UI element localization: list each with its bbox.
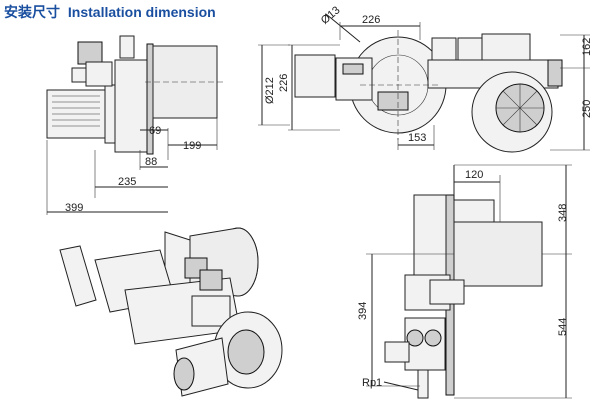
dim-394: 394 <box>357 302 369 320</box>
side-view: 69 199 88 235 399 <box>46 35 225 215</box>
elev-control-box <box>413 194 447 276</box>
page-title: 安装尺寸 Installation dimension <box>4 2 216 22</box>
dim-235: 235 <box>118 176 136 188</box>
iso-motor-end <box>173 357 195 391</box>
valve-body <box>85 61 113 87</box>
front-view: Ø13 226 226 Ø212 153 162 250 <box>258 4 593 153</box>
title-english: Installation dimension <box>67 4 216 20</box>
elev-pressure-switch <box>429 279 465 305</box>
elev-coil-2 <box>424 329 442 347</box>
dim-212: Ø212 <box>264 77 276 104</box>
dim-120: 120 <box>465 169 483 181</box>
dim-250: 250 <box>581 100 593 118</box>
pressure-switch <box>119 35 135 59</box>
gas-connection <box>547 59 563 87</box>
dim-399: 399 <box>65 202 83 214</box>
elev-inlet-fitting <box>384 341 410 363</box>
iso-control-box <box>59 245 97 307</box>
iso-valve-coil-2 <box>199 269 223 291</box>
gas-inlet <box>71 67 87 83</box>
air-damper <box>377 91 409 111</box>
isometric-view <box>59 227 283 397</box>
dim-69: 69 <box>149 125 161 137</box>
dim-226-left: 226 <box>278 74 290 92</box>
elevation-view: 120 348 544 394 Rp1 <box>357 164 572 399</box>
elev-blast-tube <box>453 221 543 287</box>
valve-coil-3 <box>481 33 531 63</box>
valve-coil-1 <box>431 37 457 61</box>
dim-153: 153 <box>408 132 426 144</box>
dim-162: 162 <box>581 38 593 56</box>
title-chinese: 安装尺寸 <box>4 5 60 21</box>
dim-544: 544 <box>557 318 569 336</box>
label-rp1: Rp1 <box>362 377 382 389</box>
elev-gas-pipe <box>417 369 429 399</box>
control-box <box>294 54 336 98</box>
elev-coil-1 <box>406 329 424 347</box>
dim-88: 88 <box>145 156 157 168</box>
elev-top-plate <box>453 199 495 223</box>
mounting-flange <box>146 43 154 155</box>
iso-valve-block <box>191 295 231 327</box>
dim-13: Ø13 <box>319 4 343 27</box>
ignition-transformer <box>335 57 373 101</box>
dim-348: 348 <box>557 204 569 222</box>
indicator-window <box>342 63 364 75</box>
burner-housing <box>114 59 148 153</box>
dim-226-top: 226 <box>362 14 380 26</box>
iso-fan-grille <box>227 329 265 375</box>
dim-199: 199 <box>183 140 201 152</box>
solenoid-valve <box>77 41 103 65</box>
valve-coil-2 <box>457 37 483 61</box>
